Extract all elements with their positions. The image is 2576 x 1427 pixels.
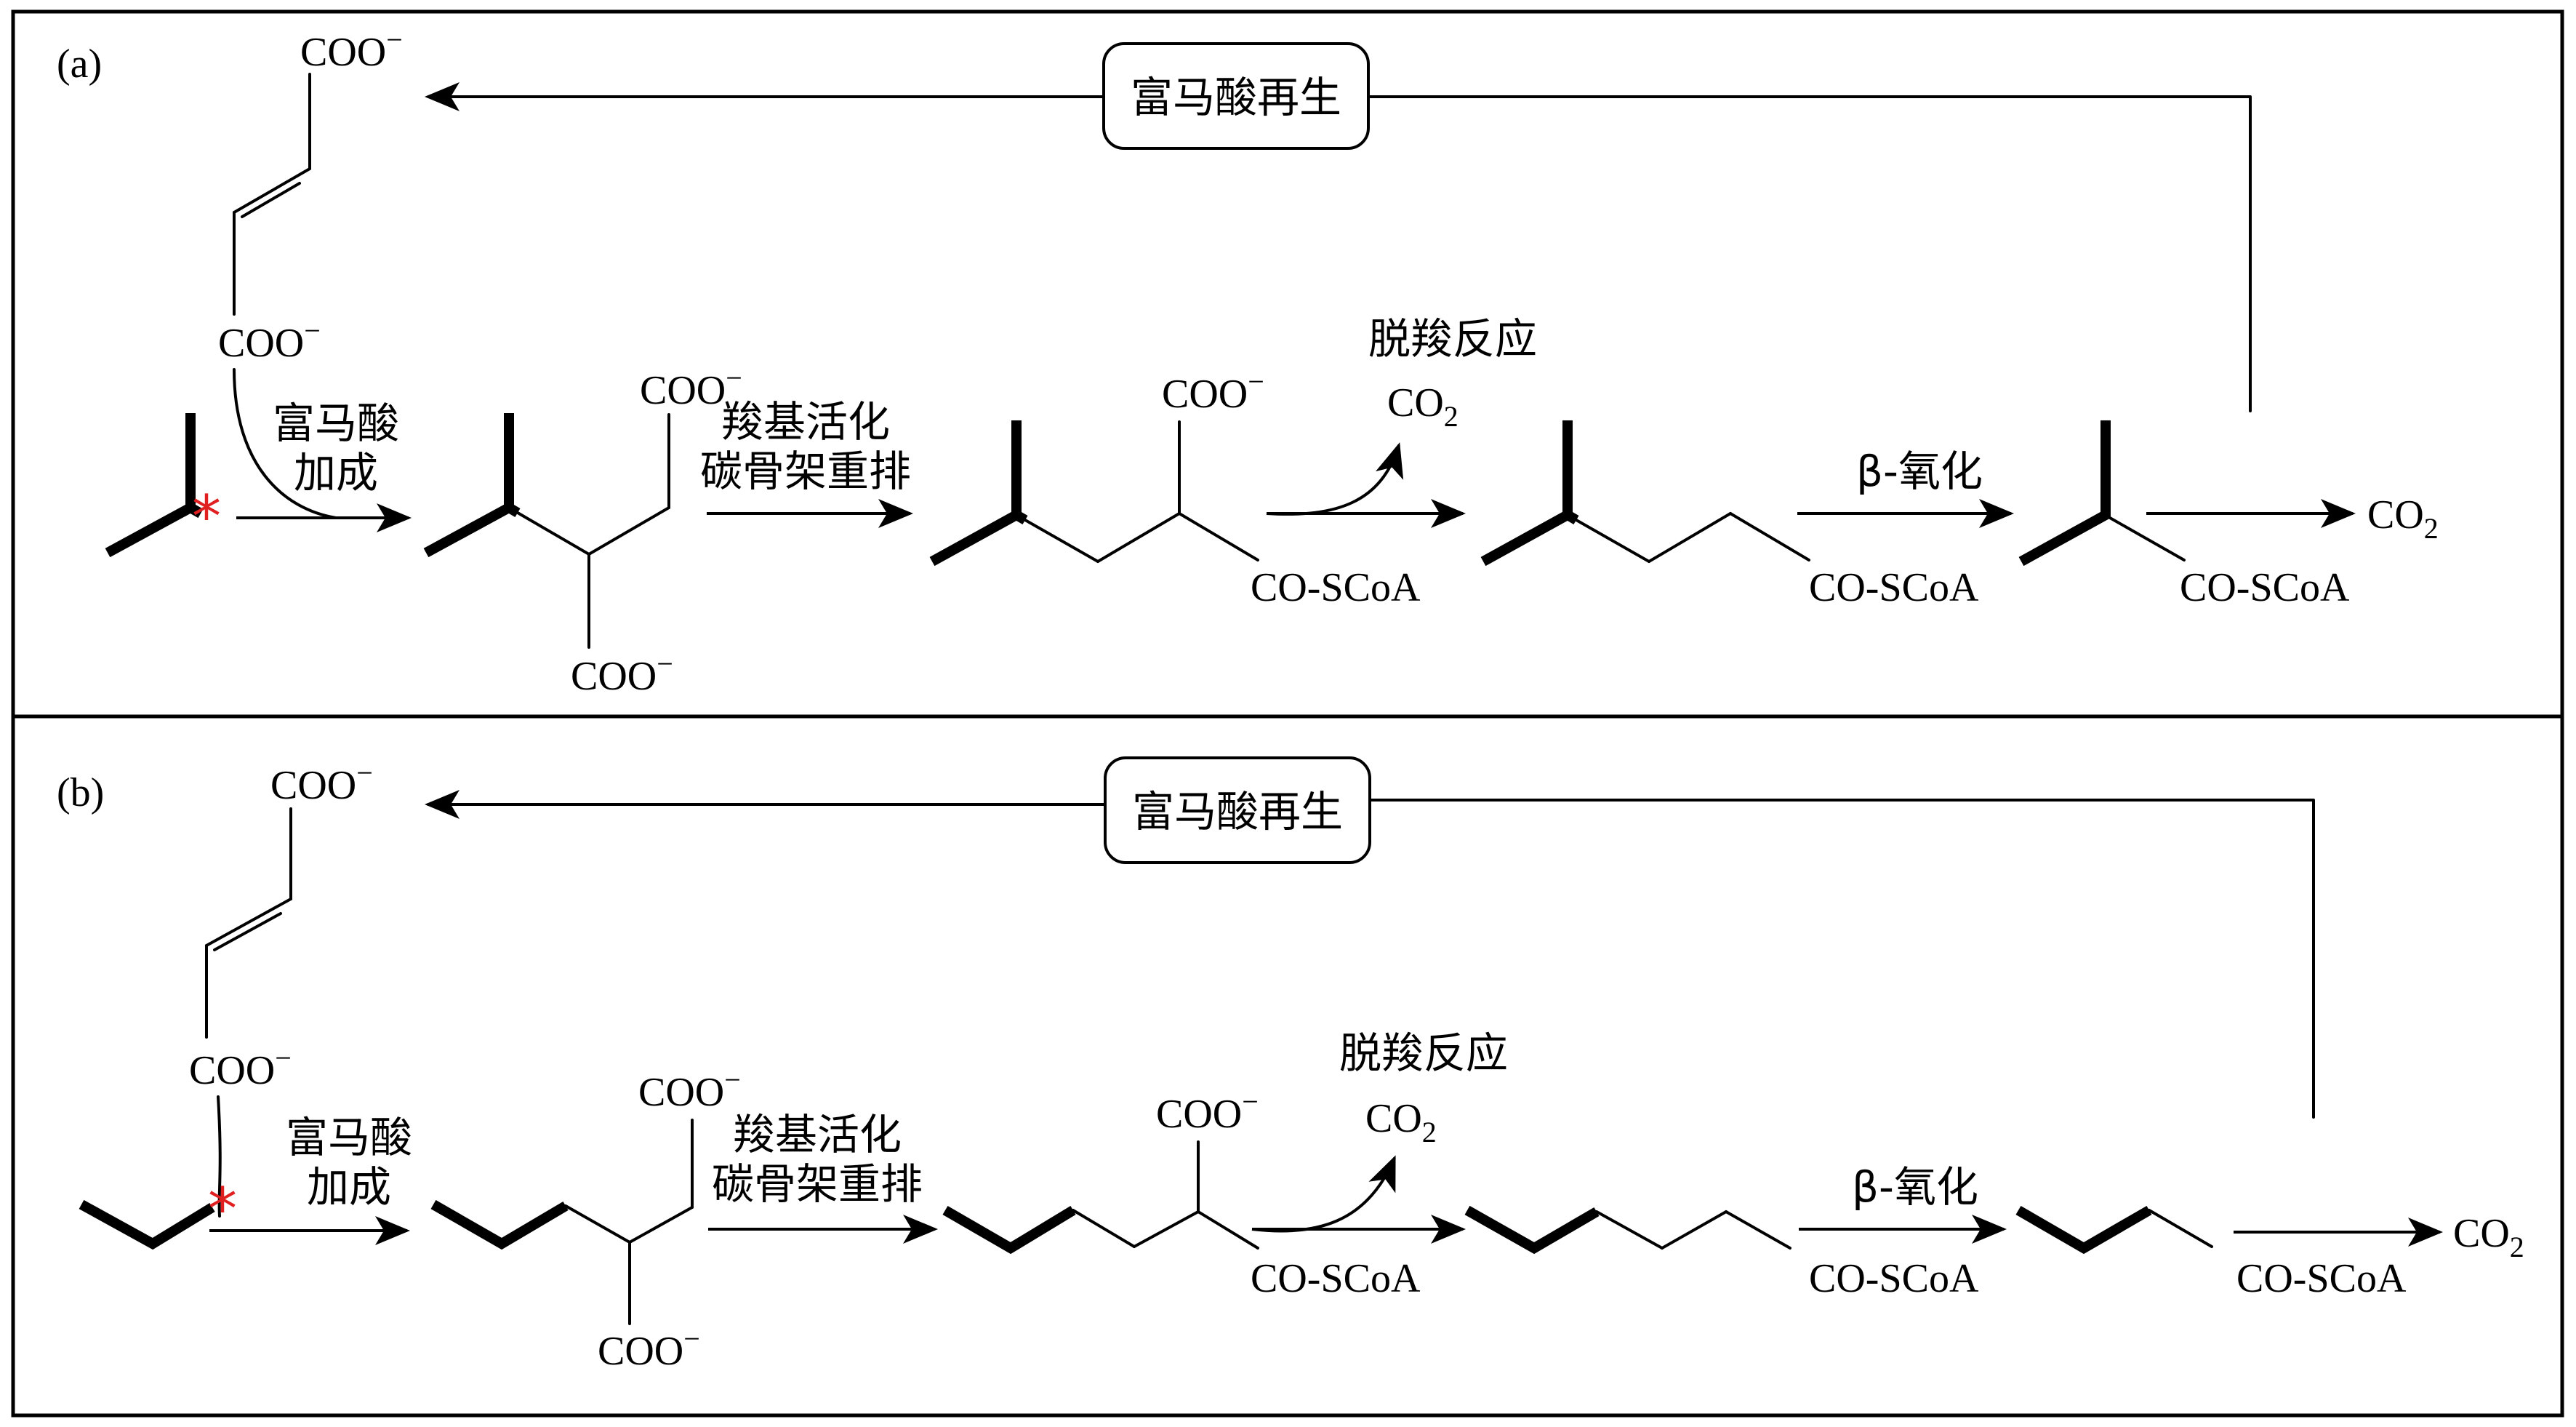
fumarate-addition-label-1: 富马酸 (286, 1113, 412, 1162)
addition-site-marker: * (208, 1175, 237, 1243)
released-co2: CO2 (1387, 380, 1458, 433)
acyl-carboxylate: COO− (1162, 365, 1264, 417)
succinate-bottom-carboxylate: COO− (598, 1322, 700, 1374)
decarboxylated-acyl-thick (1464, 1205, 1600, 1255)
acyl-coa-1: CO-SCoA (1251, 565, 1421, 610)
rearranged-acyl-skeleton (1072, 1140, 1259, 1250)
fumarate-bottom-carboxylate: COO− (189, 1042, 292, 1093)
fumarate-bottom-carboxylate: COO− (218, 314, 321, 366)
succinate-adduct-skeleton (516, 413, 670, 649)
final-acyl-thick (2018, 420, 2111, 567)
succinate-adduct-skeleton (564, 1119, 694, 1325)
panel-label: (b) (57, 770, 104, 815)
acyl-carboxylate: COO− (1156, 1085, 1259, 1137)
succinate-bottom-carboxylate: COO− (571, 647, 673, 699)
succinate-adduct-thick (423, 413, 514, 558)
panel-label: (a) (57, 41, 102, 87)
decarboxylated-acyl-skeleton (1595, 1210, 1791, 1250)
decarboxylation-branch-arrow (1251, 1155, 1396, 1233)
regeneration-return-line (1367, 95, 2252, 412)
panel-b: (b) 富马酸再生 COO− COO− * 富马酸 加成 COO− (57, 756, 2524, 1374)
acyl-coa-3: CO-SCoA (2180, 565, 2350, 610)
final-acyl-thick (2015, 1205, 2152, 1255)
regeneration-label: 富马酸再生 (1132, 787, 1343, 836)
fumarate-addition-label-2: 加成 (294, 448, 378, 497)
fumarate-top-carboxylate: COO− (270, 756, 373, 808)
rearrangement-label-1: 羧基活化 (721, 397, 890, 447)
rearranged-acyl-thick (929, 420, 1022, 567)
addition-site-marker: * (192, 483, 221, 551)
figure-frame (11, 9, 2564, 1418)
final-acyl-bond (2148, 1209, 2213, 1248)
fumarate-attack-curve (217, 1095, 222, 1218)
rearrangement-label-1: 羧基活化 (733, 1110, 902, 1159)
final-co2: CO2 (2367, 492, 2439, 545)
rearrangement-label-2: 碳骨架重排 (700, 447, 911, 496)
fumarate-structure (205, 807, 292, 1039)
succinate-top-carboxylate: COO− (638, 1063, 741, 1115)
fumarate-attack-curve (233, 368, 337, 519)
regeneration-return-line (1368, 799, 2315, 1119)
acyl-coa-2: CO-SCoA (1809, 565, 1979, 610)
rearranged-acyl-thick (942, 1205, 1076, 1255)
decarboxylated-acyl-thick (1480, 420, 1573, 567)
acyl-coa-2: CO-SCoA (1809, 1256, 1979, 1301)
acyl-coa-3: CO-SCoA (2236, 1256, 2407, 1301)
decarboxylation-label: 脱羧反应 (1339, 1028, 1508, 1078)
fumarate-addition-label-2: 加成 (307, 1162, 391, 1212)
decarboxylation-label: 脱羧反应 (1368, 314, 1537, 364)
acyl-coa-1: CO-SCoA (1251, 1256, 1421, 1301)
rearranged-acyl-skeleton (1024, 420, 1259, 563)
fumarate-top-carboxylate: COO− (300, 23, 403, 75)
succinate-top-carboxylate: COO− (640, 361, 742, 413)
substrate-isobutane (105, 413, 196, 558)
regeneration-label: 富马酸再生 (1131, 73, 1341, 122)
substrate-propane (79, 1199, 215, 1250)
decarboxylated-acyl-skeleton (1575, 512, 1810, 563)
panel-a: (a) 富马酸再生 COO− COO− * 富马酸 加成 COO− (57, 23, 2439, 699)
final-acyl-bond (2108, 516, 2186, 561)
final-co2: CO2 (2453, 1211, 2524, 1263)
fumarate-addition-label-1: 富马酸 (273, 399, 399, 448)
beta-oxidation-label: β-氧化 (1856, 447, 1983, 496)
regeneration-box (1104, 756, 1371, 864)
rearrangement-label-2: 碳骨架重排 (712, 1159, 923, 1209)
released-co2: CO2 (1365, 1096, 1437, 1148)
beta-oxidation-label: β-氧化 (1852, 1162, 1978, 1212)
fumarate-structure (233, 73, 311, 316)
decarboxylation-branch-arrow (1266, 442, 1404, 516)
succinate-adduct-thick (430, 1199, 569, 1250)
